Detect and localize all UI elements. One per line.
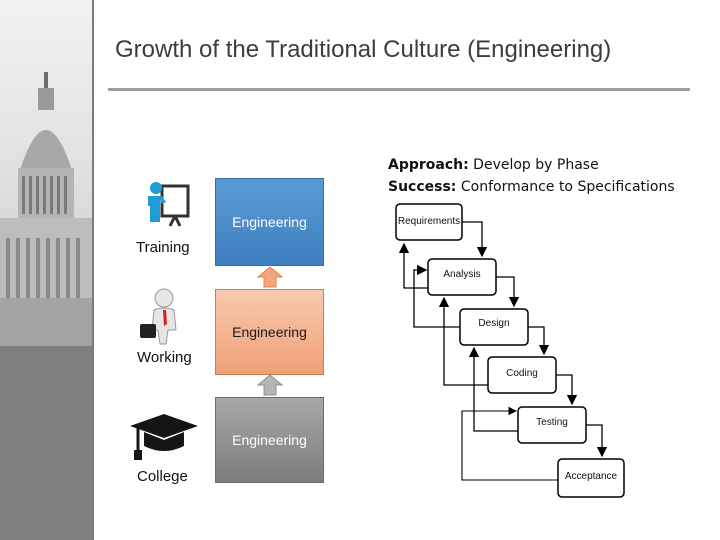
success-line: Success: Conformance to Specifications [388,176,675,198]
graduation-cap-icon [130,414,198,460]
waterfall-step-testing: Testing [536,417,568,428]
approach-text: Develop by Phase [473,157,599,173]
presenter-icon [148,182,190,227]
waterfall-step-design: Design [478,318,510,329]
businessman-icon [140,288,177,345]
waterfall-step-acceptance: Acceptance [564,471,618,482]
sidebar-divider [92,0,94,540]
up-arrow-icon [257,374,283,396]
waterfall-step-box [557,458,625,498]
approach-block: Approach: Develop by Phase Success: Conf… [388,154,675,198]
waterfall-step-requirements: Requirements [397,216,461,227]
waterfall-step-coding: Coding [506,368,538,379]
slide-title: Growth of the Traditional Culture (Engin… [115,36,612,63]
engineering-box-label: Engineering [232,324,307,340]
sidebar-photo [0,0,92,540]
waterfall-step-analysis: Analysis [443,269,481,280]
up-arrow-icon [257,266,283,288]
stage-label-training: Training [136,239,190,256]
engineering-box-working: Engineering [215,289,324,375]
approach-label: Approach: [388,157,469,173]
engineering-box-label: Engineering [232,214,307,230]
success-label: Success: [388,179,457,195]
engineering-box-training: Engineering [215,178,324,266]
approach-line: Approach: Develop by Phase [388,154,675,176]
engineering-box-college: Engineering [215,397,324,483]
success-text: Conformance to Specifications [460,179,675,195]
stage-label-college: College [137,468,188,485]
capitol-building-image [0,72,92,540]
title-underline [108,88,690,91]
stage-label-working: Working [137,349,192,366]
engineering-box-label: Engineering [232,432,307,448]
